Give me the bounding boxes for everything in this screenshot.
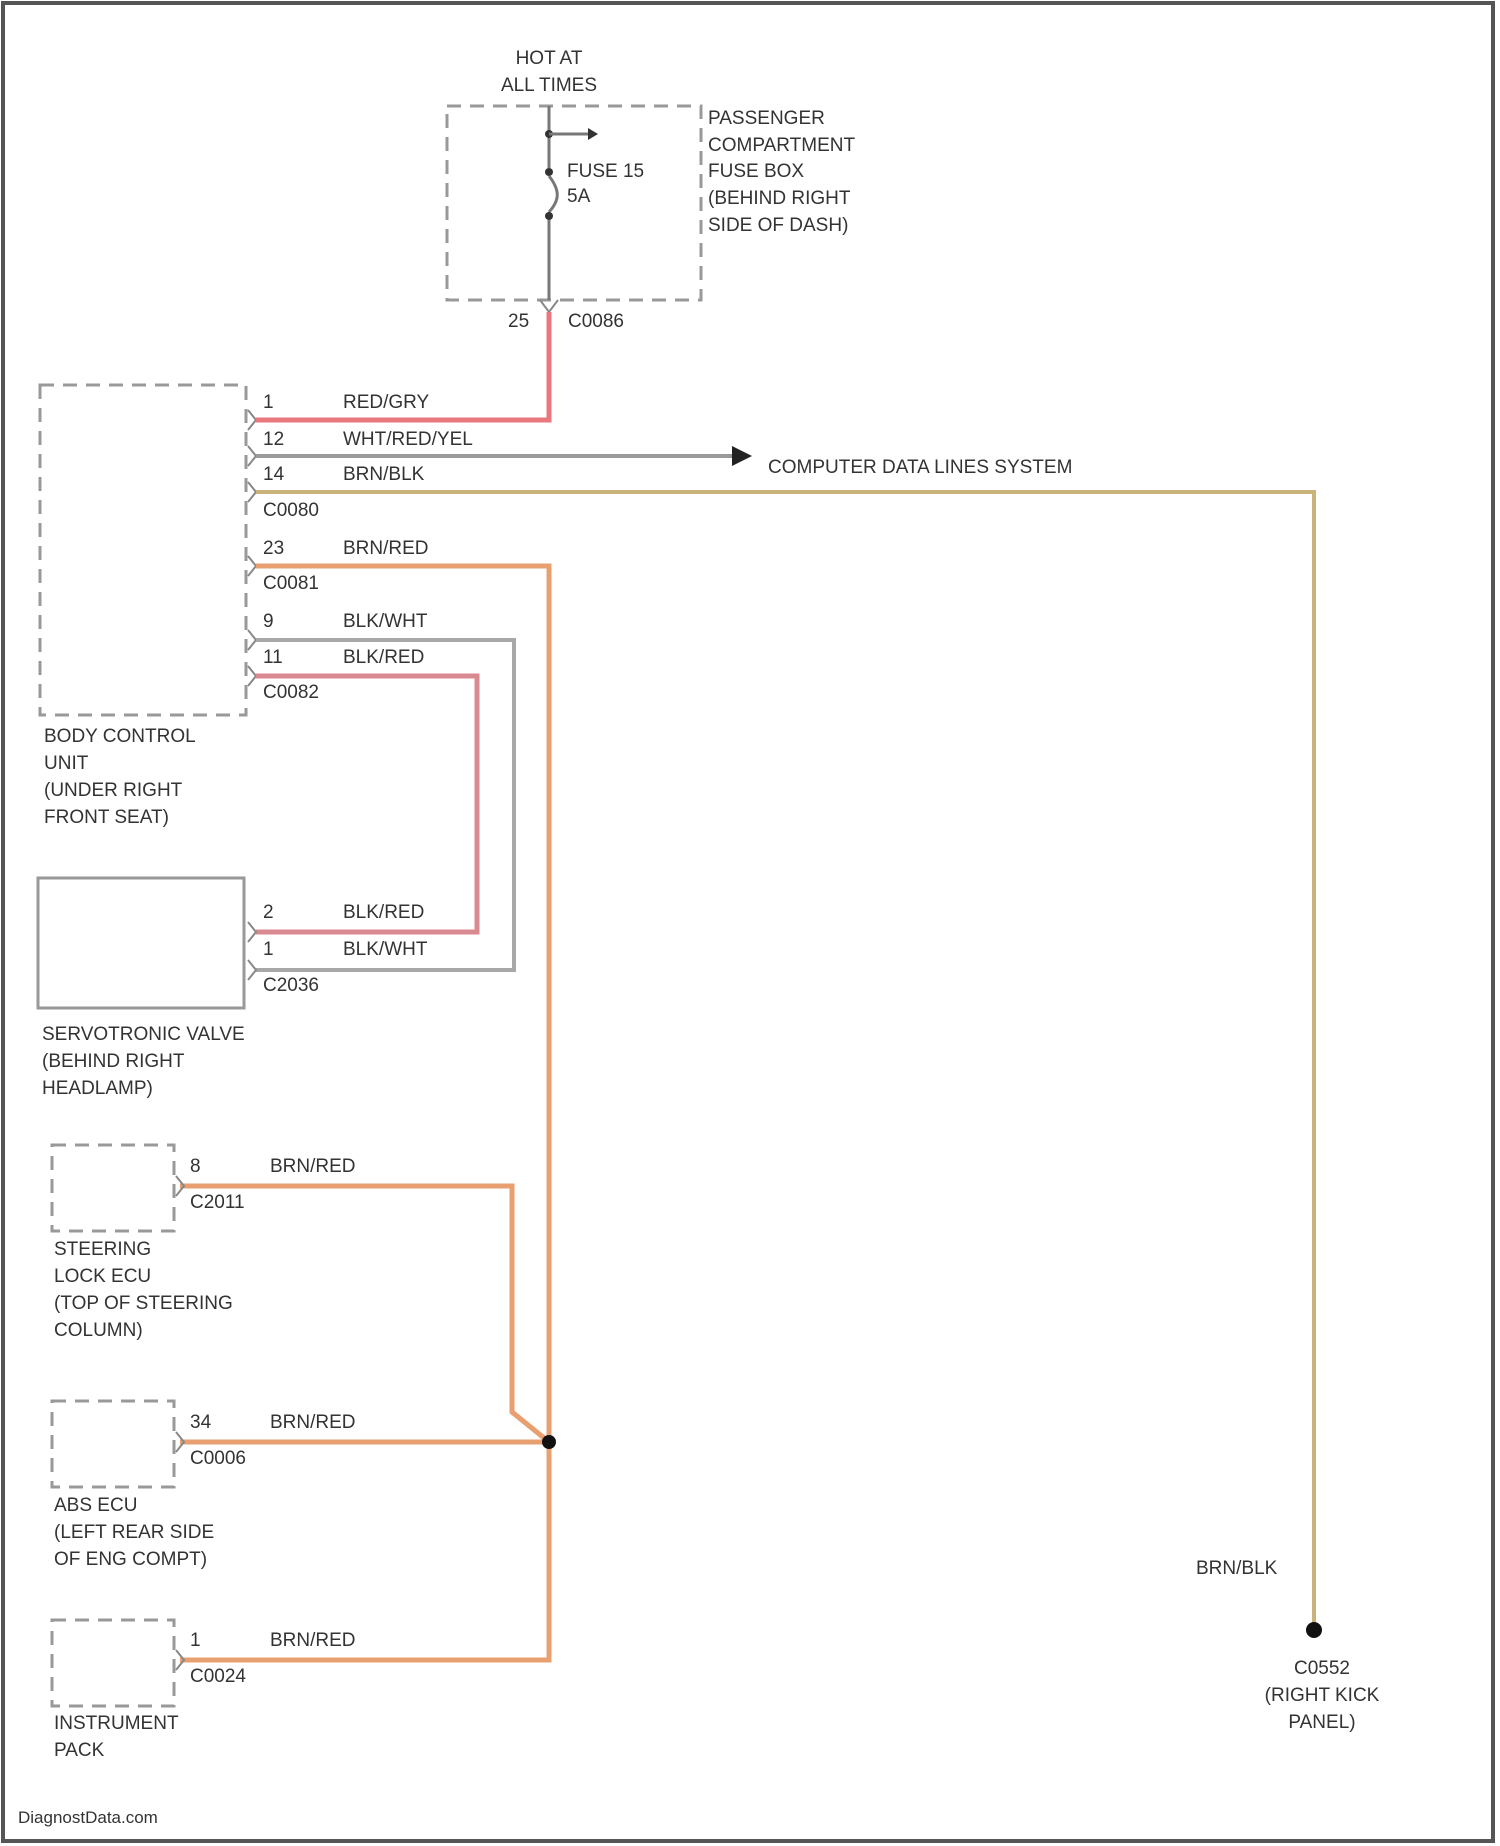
data-lines-label: COMPUTER DATA LINES SYSTEM: [768, 457, 1072, 478]
instrument-wire-brn-red: BRN/RED: [270, 1630, 356, 1651]
wires: [180, 312, 1314, 1660]
fuse-box-connector-mark: [540, 300, 558, 312]
instrument-pack: 1 BRN/RED C0024 INSTRUMENT PACK: [52, 1620, 356, 1761]
servo-label-1: SERVOTRONIC VALVE: [42, 1024, 245, 1045]
fuse-box: HOT AT ALL TIMES FUSE 15 5A PASSENGER CO…: [447, 48, 855, 332]
body-control-unit: BODY CONTROL UNIT (UNDER RIGHT FRONT SEA…: [40, 385, 473, 828]
servo-wire-blk-red: BLK/RED: [343, 902, 424, 923]
ground-wire-brn-blk: BRN/BLK: [1196, 1558, 1278, 1579]
ground-point: BRN/BLK C0552 (RIGHT KICK PANEL): [1196, 1558, 1380, 1733]
fuse-box-label-3: FUSE BOX: [708, 161, 804, 182]
bcu-connector-c0081: C0081: [263, 573, 319, 594]
bcu-wire-brn-blk: BRN/BLK: [343, 464, 425, 485]
steering-pin-8: 8: [190, 1156, 201, 1177]
fuse-box-label-4: (BEHIND RIGHT: [708, 188, 851, 209]
fuse-box-label-2: COMPARTMENT: [708, 135, 855, 156]
abs-connector: C0006: [190, 1448, 246, 1469]
bcu-pin-1: 1: [263, 392, 274, 413]
bcu-wire-blk-red: BLK/RED: [343, 647, 424, 668]
bcu-wire-blk-wht: BLK/WHT: [343, 611, 428, 632]
bcu-label-3: (UNDER RIGHT: [44, 780, 183, 801]
bcu-connector-c0082: C0082: [263, 682, 319, 703]
steering-label-4: COLUMN): [54, 1320, 143, 1341]
steering-connector: C2011: [190, 1192, 245, 1213]
abs-ecu-outline: [52, 1401, 174, 1487]
abs-label-2: (LEFT REAR SIDE: [54, 1522, 214, 1543]
ground-label-3: PANEL): [1288, 1712, 1355, 1733]
servo-pin-2: 2: [263, 902, 274, 923]
body-control-unit-outline: [40, 385, 246, 715]
bcu-connector-marks: [248, 410, 256, 686]
servo-label-3: HEADLAMP): [42, 1078, 153, 1099]
steering-label-2: LOCK ECU: [54, 1266, 151, 1287]
servo-wire-blk-wht: BLK/WHT: [343, 939, 428, 960]
steering-wire-brn-red: BRN/RED: [270, 1156, 356, 1177]
bcu-wire-wht-red-yel: WHT/RED/YEL: [343, 429, 473, 450]
fuse-box-label-1: PASSENGER: [708, 108, 825, 129]
instrument-connector: C0024: [190, 1666, 246, 1687]
bcu-label-4: FRONT SEAT): [44, 807, 169, 828]
fuse-box-label-5: SIDE OF DASH): [708, 215, 848, 236]
wire-brn-red-main: [180, 566, 549, 1660]
all-times-label: ALL TIMES: [501, 75, 597, 96]
fuse-box-pin: 25: [508, 311, 529, 332]
fuse-terminal-bottom: [545, 212, 553, 220]
instrument-label-2: PACK: [54, 1740, 105, 1761]
abs-pin-34: 34: [190, 1412, 212, 1433]
abs-ecu: 34 BRN/RED C0006 ABS ECU (LEFT REAR SIDE…: [52, 1401, 356, 1570]
bcu-pin-23: 23: [263, 538, 284, 559]
servo-label-2: (BEHIND RIGHT: [42, 1051, 185, 1072]
bcu-pin-14: 14: [263, 464, 285, 485]
abs-label-3: OF ENG COMPT): [54, 1549, 207, 1570]
steering-label-3: (TOP OF STEERING: [54, 1293, 233, 1314]
servotronic-valve: 2 BLK/RED 1 BLK/WHT C2036 SERVOTRONIC VA…: [38, 878, 428, 1099]
bcu-label-1: BODY CONTROL: [44, 726, 196, 747]
instrument-pin-1: 1: [190, 1630, 201, 1651]
steering-lock-outline: [52, 1145, 174, 1231]
instrument-label-1: INSTRUMENT: [54, 1713, 179, 1734]
bcu-pin-11: 11: [263, 647, 283, 668]
bcu-pin-9: 9: [263, 611, 274, 632]
steering-lock-ecu: 8 BRN/RED C2011 STEERING LOCK ECU (TOP O…: [52, 1145, 356, 1341]
bcu-wire-brn-red: BRN/RED: [343, 538, 429, 559]
splice-node: [542, 1435, 556, 1449]
bcu-label-2: UNIT: [44, 753, 89, 774]
abs-label-1: ABS ECU: [54, 1495, 137, 1516]
instrument-pack-outline: [52, 1620, 174, 1706]
abs-wire-brn-red: BRN/RED: [270, 1412, 356, 1433]
ground-label-2: (RIGHT KICK: [1265, 1685, 1380, 1706]
fuse-rating-label: 5A: [567, 186, 591, 207]
fuse-box-connector: C0086: [568, 311, 624, 332]
servotronic-valve-outline: [38, 878, 244, 1008]
wire-brn-red-steering: [180, 1186, 549, 1442]
fuse-symbol: [549, 176, 557, 212]
hot-at-label: HOT AT: [516, 48, 583, 69]
data-lines-arrow: [732, 446, 752, 466]
steering-label-1: STEERING: [54, 1239, 151, 1260]
source-watermark: DiagnostData.com: [18, 1808, 158, 1827]
servo-connector: C2036: [263, 975, 319, 996]
fuse-branch-arrow: [588, 128, 598, 140]
fuse-terminal-top: [545, 168, 553, 176]
bcu-pin-12: 12: [263, 429, 284, 450]
ground-node: [1306, 1622, 1322, 1638]
bcu-connector-c0080: C0080: [263, 500, 319, 521]
ground-label-1: C0552: [1294, 1658, 1350, 1679]
servo-pin-1: 1: [263, 939, 274, 960]
wire-blk-red: [256, 676, 477, 932]
bcu-wire-red-gry: RED/GRY: [343, 392, 430, 413]
fuse-name-label: FUSE 15: [567, 161, 644, 182]
